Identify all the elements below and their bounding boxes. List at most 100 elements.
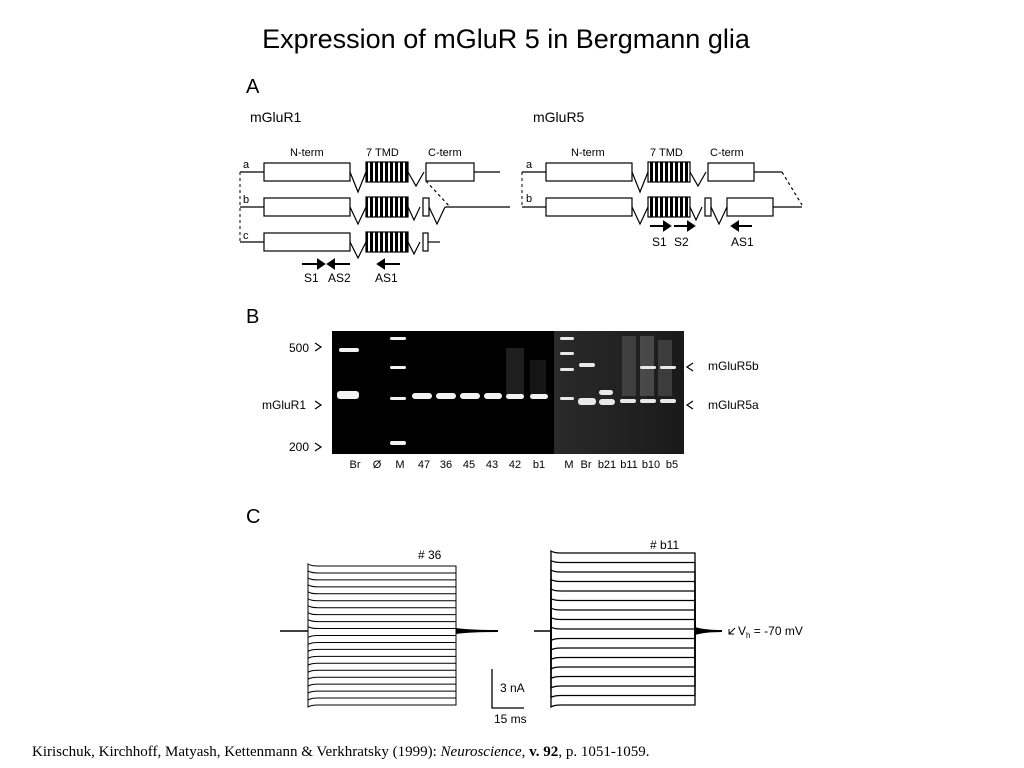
primer-as1-right: AS1 — [731, 235, 754, 249]
current-trace — [307, 583, 457, 631]
lane-label: Ø — [373, 459, 382, 471]
primer-s2-right: S2 — [674, 235, 689, 249]
scale-bar: 3 nA 15 ms — [491, 669, 527, 726]
current-trace — [550, 597, 696, 631]
gel-label-500: 500 — [289, 341, 309, 355]
current-trace — [307, 625, 457, 631]
current-trace — [550, 568, 696, 631]
panel-label-b: B — [246, 306, 260, 328]
current-trace — [550, 631, 696, 652]
current-trace — [307, 631, 457, 688]
citation: Kirischuk, Kirchhoff, Matyash, Kettenman… — [32, 744, 650, 761]
trace-cell-right: # b11 — [650, 538, 679, 552]
citation-volume: v. 92 — [529, 744, 559, 760]
primer-s1-left: S1 — [304, 271, 319, 285]
gel-label-mglur1: mGluR1 — [262, 398, 306, 412]
current-trace — [550, 587, 696, 631]
current-trace — [307, 611, 457, 631]
current-trace — [307, 631, 457, 653]
lane-label: 47 — [418, 459, 430, 471]
primer-as1-left: AS1 — [375, 271, 398, 285]
current-trace — [307, 631, 457, 701]
current-trace — [550, 631, 696, 642]
label-cterm-right: C-term — [710, 147, 744, 159]
holding-value: = -70 mV — [750, 624, 802, 638]
lane-label: b11 — [620, 459, 638, 471]
current-trace — [307, 563, 457, 631]
arrowhead-mglur1-icon — [314, 400, 323, 410]
lane-label: 42 — [509, 459, 521, 471]
arrowhead-500-icon — [314, 342, 323, 352]
current-trace — [307, 570, 457, 631]
lane-label: 45 — [463, 459, 475, 471]
current-trace — [550, 631, 696, 699]
gel-image — [332, 331, 684, 454]
panel-label-a: A — [246, 76, 260, 98]
lane-label: b21 — [598, 459, 616, 471]
current-trace — [307, 597, 457, 631]
holding-arrow-icon — [728, 627, 736, 635]
traces-right: # b11 Vh = -70 mV — [534, 538, 803, 709]
primer-s1-right: S1 — [652, 235, 667, 249]
label-cterm-left: C-term — [428, 147, 462, 159]
diagram-right-title: mGluR5 — [533, 109, 585, 125]
current-trace — [307, 631, 457, 646]
label-nterm-left: N-term — [290, 147, 324, 159]
lane-label: b5 — [666, 459, 678, 471]
current-trace — [307, 618, 457, 631]
current-trace — [550, 578, 696, 631]
gel-lane-labels: Br Ø M 47 36 45 43 42 b1 M Br b21 b11 b1… — [350, 459, 679, 471]
row-label-b-left: b — [243, 194, 249, 206]
current-trace — [550, 631, 696, 709]
current-trace — [307, 590, 457, 631]
current-trace — [550, 631, 696, 690]
current-trace — [307, 631, 457, 681]
current-trace — [307, 604, 457, 631]
current-trace — [550, 606, 696, 631]
gel-right-labels: mGluR5b mGluR5a — [685, 359, 759, 412]
current-trace — [550, 631, 696, 661]
current-trace — [307, 631, 457, 708]
primer-as2-left: AS2 — [328, 271, 351, 285]
label-tmd-left: 7 TMD — [366, 147, 399, 159]
gel-label-mglur5b: mGluR5b — [708, 359, 759, 373]
label-tmd-right: 7 TMD — [650, 147, 683, 159]
label-nterm-right: N-term — [571, 147, 605, 159]
lane-label: b1 — [533, 459, 545, 471]
current-trace — [550, 616, 696, 631]
arrowhead-200-icon — [314, 442, 323, 452]
lane-label: 36 — [440, 459, 452, 471]
citation-sep: , — [521, 744, 530, 760]
current-trace — [307, 631, 457, 674]
holding-v: V — [738, 624, 746, 638]
lane-label: Br — [581, 459, 592, 471]
gel-label-200: 200 — [289, 440, 309, 454]
lane-label: M — [564, 459, 573, 471]
arrowhead-mglur5a-icon — [685, 400, 694, 410]
citation-journal: Neuroscience — [440, 744, 522, 760]
row-label-b-right: b — [526, 193, 532, 205]
slide-title: Expression of mGluR 5 in Bergmann glia — [262, 24, 750, 54]
citation-authors: Kirischuk, Kirchhoff, Matyash, Kettenman… — [32, 744, 441, 760]
lane-label: b10 — [642, 459, 660, 471]
arrowhead-mglur5b-icon — [685, 362, 694, 372]
holding-potential-label: Vh = -70 mV — [738, 624, 803, 640]
panel-label-c: C — [246, 506, 261, 528]
diagram-mglur5: mGluR5 N-term 7 TMD C-term a b — [521, 109, 803, 249]
diagram-left-title: mGluR1 — [250, 109, 302, 125]
lane-label: M — [395, 459, 404, 471]
citation-pages: , p. 1051-1059. — [558, 744, 650, 760]
current-trace — [307, 576, 457, 631]
row-label-a-right: a — [526, 159, 533, 171]
lane-label: 43 — [486, 459, 498, 471]
scale-current-label: 3 nA — [500, 681, 525, 695]
current-trace — [550, 559, 696, 631]
diagram-mglur1: mGluR1 N-term 7 TMD C-term a b c — [239, 109, 510, 285]
current-trace — [550, 631, 696, 671]
current-trace — [550, 625, 696, 631]
current-trace — [550, 549, 696, 631]
current-trace — [307, 631, 457, 667]
holding-sub: h — [746, 631, 750, 640]
current-trace — [307, 631, 457, 639]
